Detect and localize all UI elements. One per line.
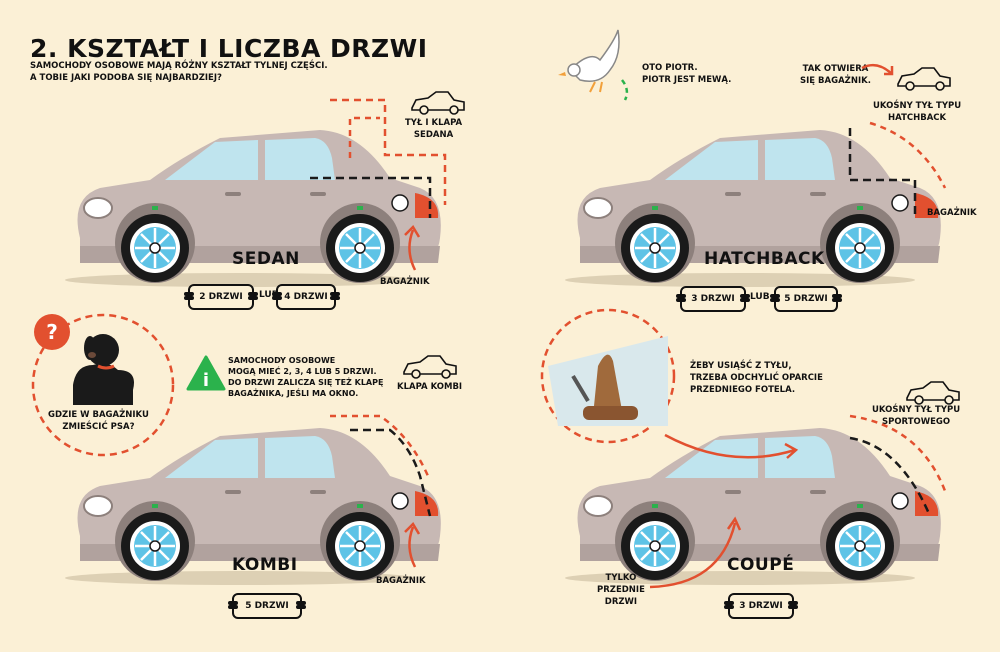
caption-line: GDZIE W BAGAŻNIKU xyxy=(48,410,149,420)
door-pill: 4 DRZWI xyxy=(272,284,340,310)
door-pill: 3 DRZWI xyxy=(676,286,750,312)
note-line: BAGAŻNIKA, JEŚLI MA OKNO. xyxy=(228,389,359,398)
page-subtitle: SAMOCHODY OSOBOWE MAJĄ RÓŻNY KSZTAŁT TYL… xyxy=(30,60,328,84)
kombi-trunk-label: BAGAŻNIK xyxy=(376,576,426,586)
seat-circle xyxy=(540,308,676,444)
door-pill: 5 DRZWI xyxy=(770,286,842,312)
hatchback-name: HATCHBACK xyxy=(704,249,825,269)
label-line: UKOŚNY TYŁ TYPU xyxy=(872,405,961,415)
coupe-name: COUPÉ xyxy=(727,555,795,575)
label-line: SEDANA xyxy=(413,130,454,140)
label-line: TYŁ I KLAPA xyxy=(405,118,463,128)
sedan-icon-label: TYŁ I KLAPA SEDANA xyxy=(405,117,462,141)
note-line: SAMOCHODY OSOBOWE xyxy=(228,356,336,365)
caption-line: OTO PIOTR. xyxy=(642,63,698,73)
svg-text:?: ? xyxy=(46,320,58,344)
info-note: SAMOCHODY OSOBOWE MOGĄ MIEĆ 2, 3, 4 LUB … xyxy=(228,355,383,399)
caption-line: PIOTR JEST MEWĄ. xyxy=(642,75,732,85)
label-line: SPORTOWEGO xyxy=(881,417,951,427)
trunk-opens-caption: TAK OTWIERA SIĘ BAGAŻNIK. xyxy=(800,63,871,87)
seat-note: ŻEBY USIĄŚĆ Z TYŁU, TRZEBA ODCHYLIĆ OPAR… xyxy=(690,360,823,396)
hatchback-mini-car-icon xyxy=(897,67,951,91)
dog-circle xyxy=(31,313,175,457)
or-text: LUB xyxy=(259,290,279,300)
label-line: HATCHBACK xyxy=(888,113,947,123)
note-line: DO DRZWI ZALICZA SIĘ TEŻ KLAPĘ xyxy=(228,378,384,387)
door-pill: 5 DRZWI xyxy=(228,593,306,619)
sedan-trunk-lid-outline xyxy=(330,98,447,205)
front-doors-arrow xyxy=(649,516,742,589)
kombi-mini-car-icon xyxy=(403,355,457,379)
sedan-name: SEDAN xyxy=(232,249,300,269)
note-line: MOGĄ MIEĆ 2, 3, 4 LUB 5 DRZWI. xyxy=(228,367,377,376)
caption-line: ZMIEŚCIĆ PSA? xyxy=(62,422,135,432)
note-line: PRZEDNIEGO FOTELA. xyxy=(690,385,796,395)
front-doors-caption: TYLKO PRZEDNIE DRZWI xyxy=(597,572,645,608)
seagull-illustration xyxy=(558,29,629,101)
door-pill: 3 DRZWI xyxy=(724,593,798,619)
or-text: LUB xyxy=(750,292,770,302)
subtitle-line: A TOBIE JAKI PODOBA SIĘ NAJBARDZIEJ? xyxy=(30,73,222,83)
door-pill: 2 DRZWI xyxy=(184,284,258,310)
subtitle-line: SAMOCHODY OSOBOWE MAJĄ RÓŻNY KSZTAŁT TYL… xyxy=(30,61,328,71)
sedan-trunk-arrow xyxy=(404,224,421,271)
kombi-icon-label: KLAPA KOMBI xyxy=(397,382,463,392)
dog-caption: GDZIE W BAGAŻNIKU ZMIEŚCIĆ PSA? xyxy=(48,409,149,433)
caption-line: TAK OTWIERA xyxy=(802,64,869,74)
sedan-mini-car-icon xyxy=(411,91,465,115)
label-line: UKOŚNY TYŁ TYPU xyxy=(873,101,962,111)
hatchback-car xyxy=(560,121,947,288)
kombi-car xyxy=(60,414,460,586)
note-line: ŻEBY USIĄŚĆ Z TYŁU, xyxy=(690,361,792,371)
page-title: 2. KSZTAŁT I LICZBA DRZWI xyxy=(30,34,428,63)
svg-text:i: i xyxy=(203,370,209,391)
kombi-trunk-arrow xyxy=(404,521,421,568)
note-line: TRZEBA ODCHYLIĆ OPARCIE xyxy=(690,373,823,383)
coupe-car xyxy=(560,414,947,586)
hatchback-trunk-label: BAGAŻNIK xyxy=(927,208,977,218)
seagull-caption: OTO PIOTR. PIOTR JEST MEWĄ. xyxy=(642,62,731,86)
sedan-car xyxy=(60,116,460,288)
caption-line: PRZEDNIE xyxy=(597,585,645,595)
caption-line: TYLKO xyxy=(605,573,637,583)
kombi-name: KOMBI xyxy=(232,555,298,575)
coupe-icon-label: UKOŚNY TYŁ TYPU SPORTOWEGO xyxy=(872,404,960,428)
caption-line: DRZWI xyxy=(604,597,638,607)
sedan-trunk-label: BAGAŻNIK xyxy=(380,277,430,287)
seat-arrow xyxy=(664,433,799,459)
hatchback-icon-label: UKOŚNY TYŁ TYPU HATCHBACK xyxy=(873,100,961,124)
caption-line: SIĘ BAGAŻNIK. xyxy=(800,76,871,86)
opens-arrow xyxy=(861,63,894,76)
info-icon: i xyxy=(186,355,226,391)
question-icon: ? xyxy=(34,314,70,350)
coupe-mini-car-icon xyxy=(906,381,960,405)
